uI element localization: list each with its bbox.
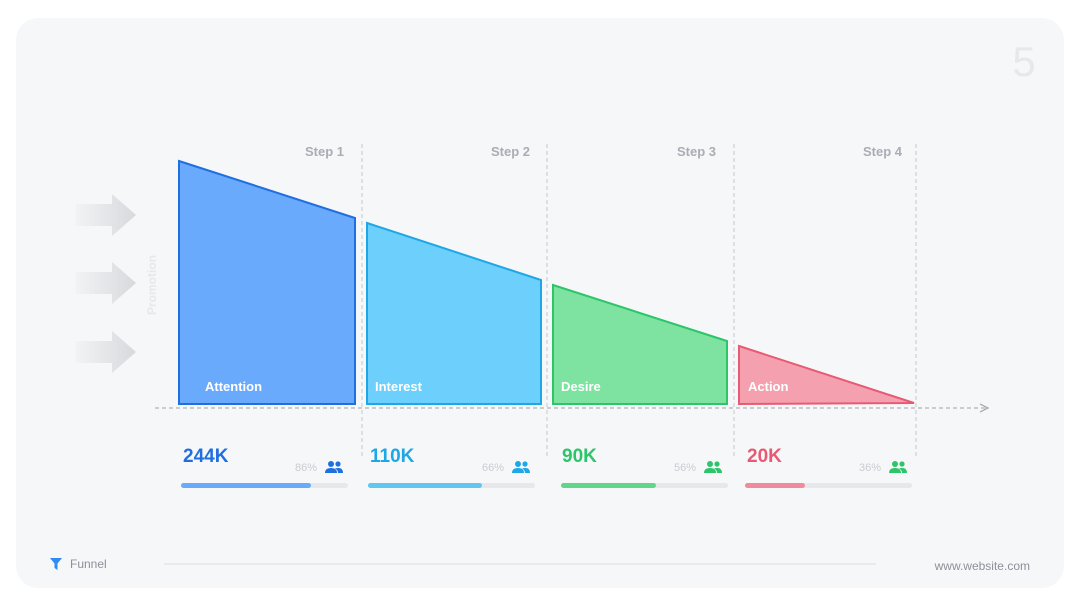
metric-percent-1: 86% bbox=[294, 462, 317, 474]
metric-value-2: 110K bbox=[370, 446, 415, 467]
step-label-3: Step 3 bbox=[676, 144, 716, 159]
progress-bar-2 bbox=[368, 483, 535, 488]
funnel-segment-interest bbox=[366, 221, 542, 405]
metric-value-3: 90K bbox=[562, 446, 597, 467]
metric-value-4: 20K bbox=[747, 446, 782, 467]
footer-label: Funnel bbox=[70, 557, 107, 571]
step-label-2: Step 2 bbox=[490, 144, 530, 159]
users-icon bbox=[512, 461, 530, 473]
progress-bar-4 bbox=[745, 483, 912, 488]
progress-bar-3 bbox=[561, 483, 728, 488]
axis-arrowhead bbox=[979, 403, 990, 413]
stage-label-desire: Desire bbox=[561, 379, 601, 394]
funnel-segment-attention bbox=[178, 159, 356, 405]
metric-percent-2: 66% bbox=[481, 462, 504, 474]
progress-fill-2 bbox=[368, 483, 482, 488]
arrow-right-icon bbox=[76, 331, 136, 373]
footer-divider bbox=[164, 563, 876, 565]
stage-label-interest: Interest bbox=[375, 379, 422, 394]
page-number: 5 bbox=[1012, 38, 1036, 85]
metric-value-1: 244K bbox=[183, 446, 229, 467]
progress-fill-1 bbox=[181, 483, 312, 488]
arrow-right-icon bbox=[76, 262, 136, 304]
arrow-right-icon bbox=[76, 194, 136, 236]
users-icon bbox=[325, 461, 343, 473]
funnel-icon bbox=[50, 558, 62, 570]
progress-bar-1 bbox=[181, 483, 348, 488]
step-label-4: Step 4 bbox=[862, 144, 902, 159]
step-label-1: Step 1 bbox=[304, 144, 344, 159]
progress-fill-3 bbox=[561, 483, 657, 488]
funnel-segment-desire bbox=[552, 283, 728, 405]
users-icon bbox=[889, 461, 907, 473]
metric-percent-3: 56% bbox=[673, 462, 696, 474]
footer-website: www.website.com bbox=[934, 559, 1030, 573]
funnel-segment-action bbox=[738, 344, 915, 406]
users-icon bbox=[704, 461, 722, 473]
metric-percent-4: 36% bbox=[858, 462, 881, 474]
progress-fill-4 bbox=[745, 483, 806, 488]
stage-label-action: Action bbox=[748, 379, 789, 394]
stage-label-attention: Attention bbox=[205, 379, 263, 394]
